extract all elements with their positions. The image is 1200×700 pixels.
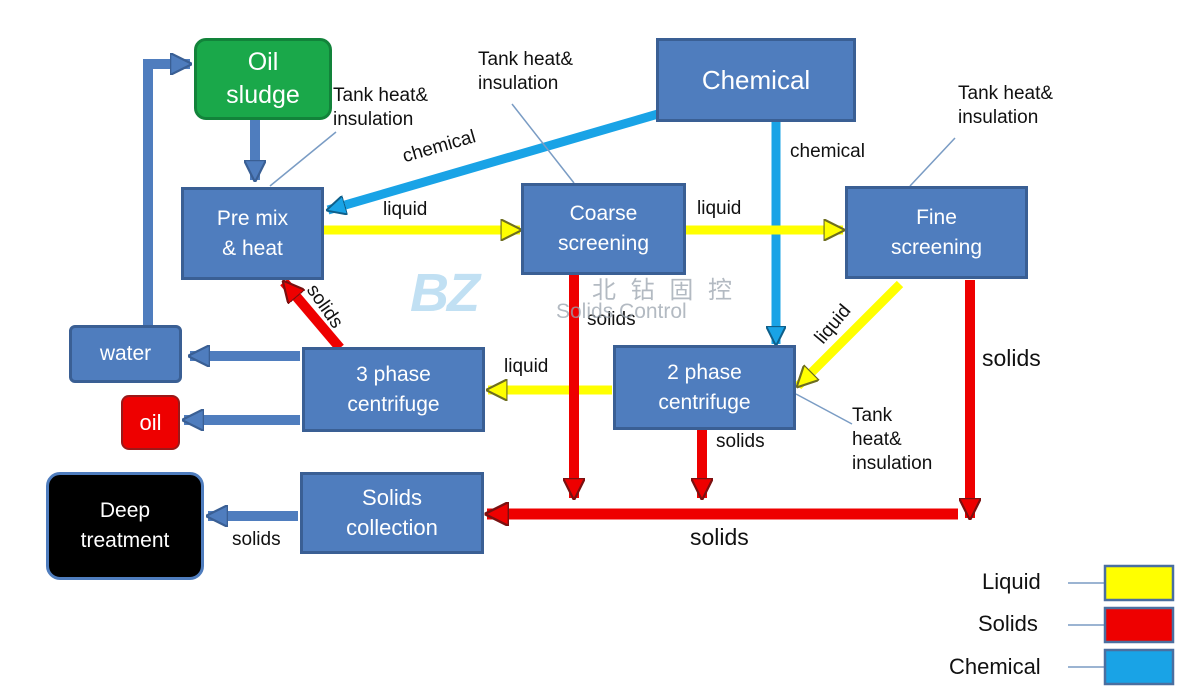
- coarse-screening-node: Coarse screening: [521, 183, 686, 275]
- premix-heat-node: Pre mix & heat: [181, 187, 324, 280]
- liquid-label-two-three: liquid: [504, 356, 549, 377]
- oil-sludge-node: Oil sludge: [194, 38, 332, 120]
- solids-collection-node: Solids collection: [300, 472, 484, 554]
- two-phase-centrifuge-node: 2 phase centrifuge: [613, 345, 796, 430]
- liquid-label-premix-coarse: liquid: [383, 199, 428, 220]
- legend-chemical-label: Chemical: [949, 654, 1041, 679]
- chemical-to-premix-arrow: [328, 109, 660, 210]
- water-node: water: [69, 325, 182, 383]
- watermark-logo: BZ: [410, 263, 480, 323]
- solids-label-two-phase: solids: [716, 431, 765, 452]
- watermark-english: Solids Control: [556, 300, 687, 323]
- chemical-vertical-label: chemical: [790, 141, 865, 162]
- watermark-chinese: 北 钻 固 控: [592, 277, 737, 304]
- callout-leader-3: [909, 137, 956, 187]
- fine-to-two-phase-liquid-arrow: [798, 280, 904, 386]
- legend-solids-swatch: [1103, 606, 1175, 644]
- callout-leader-4: [795, 393, 853, 425]
- callout-leader-2: [511, 103, 575, 184]
- legend-liquid-swatch: [1103, 564, 1175, 602]
- fine-screening-node: Fine screening: [845, 186, 1028, 279]
- oil-node: oil: [121, 395, 180, 450]
- legend-liquid-label: Liquid: [982, 569, 1041, 594]
- tank-heat-label-fine: Tank heat& insulation: [958, 83, 1054, 128]
- liquid-label-coarse-fine: liquid: [697, 198, 742, 219]
- legend-chemical-swatch: [1103, 648, 1175, 686]
- tank-heat-label-coarse: Tank heat& insulation: [478, 49, 574, 94]
- chemical-node: Chemical: [656, 38, 856, 122]
- solids-label-bottom: solids: [690, 524, 749, 550]
- three-phase-to-premix-solids-arrow: [280, 282, 344, 352]
- callout-leader-1: [269, 131, 337, 187]
- solids-label-fine: solids: [982, 345, 1041, 371]
- deep-treatment-node: Deep treatment: [46, 472, 204, 580]
- solids-label-deep: solids: [232, 529, 281, 550]
- water-return-arrow: [143, 64, 190, 330]
- three-phase-centrifuge-node: 3 phase centrifuge: [302, 347, 485, 432]
- tank-heat-label-two-phase: Tank heat& insulation: [852, 405, 933, 474]
- legend-solids-label: Solids: [978, 611, 1038, 636]
- tank-heat-label-premix: Tank heat& insulation: [333, 85, 429, 130]
- solids-label-coarse: solids: [587, 309, 636, 330]
